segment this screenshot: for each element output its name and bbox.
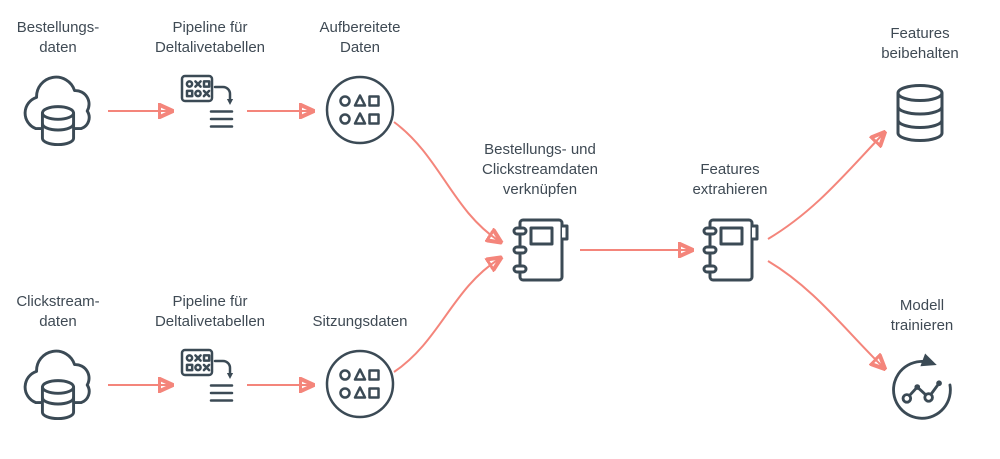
- flow-arrow: [767, 134, 883, 240]
- flow-arrow: [393, 121, 499, 241]
- flow-arrow: [767, 260, 883, 367]
- pipeline-icon: [180, 74, 240, 136]
- ml-model-icon: [886, 352, 958, 424]
- node-label: Bestellungs- daten: [16, 19, 100, 56]
- node-label: Features beibehalten: [881, 25, 959, 62]
- node-pipeline-orders: Pipeline für Deltalivetabellen: [145, 18, 275, 136]
- node-label: Clickstream- daten: [16, 293, 100, 330]
- node-prepared-data: Aufbereitete Daten: [300, 18, 420, 146]
- node-session-data: Sitzungsdaten: [295, 312, 425, 420]
- node-label: Pipeline für Deltalivetabellen: [154, 19, 266, 56]
- node-label: Bestellungs- und Clickstreamdaten verknü…: [482, 141, 598, 198]
- node-label: Pipeline für Deltalivetabellen: [154, 293, 266, 330]
- node-extract-notebook: Features extrahieren: [660, 160, 800, 284]
- node-train-model: Modell trainieren: [852, 296, 992, 424]
- node-join-notebook: Bestellungs- und Clickstreamdaten verknü…: [465, 140, 615, 284]
- node-pipeline-clickstream: Pipeline für Deltalivetabellen: [145, 292, 275, 410]
- notebook-icon: [508, 216, 572, 284]
- dataset-icon: [324, 74, 396, 146]
- notebook-icon: [698, 216, 762, 284]
- node-label: Features extrahieren: [692, 161, 768, 198]
- node-label: Aufbereitete Daten: [319, 19, 401, 56]
- node-clickstream-data: Clickstream- daten: [2, 292, 114, 422]
- flow-arrow: [393, 259, 499, 373]
- node-label: Sitzungsdaten: [312, 313, 408, 330]
- database-icon: [892, 80, 948, 146]
- dataset-icon: [324, 348, 396, 420]
- pipeline-icon: [180, 348, 240, 410]
- cloud-database-icon: [12, 348, 104, 422]
- node-persist-features: Features beibehalten: [850, 24, 990, 146]
- cloud-database-icon: [12, 74, 104, 148]
- node-orders-data: Bestellungs- daten: [2, 18, 114, 148]
- node-label: Modell trainieren: [890, 297, 954, 334]
